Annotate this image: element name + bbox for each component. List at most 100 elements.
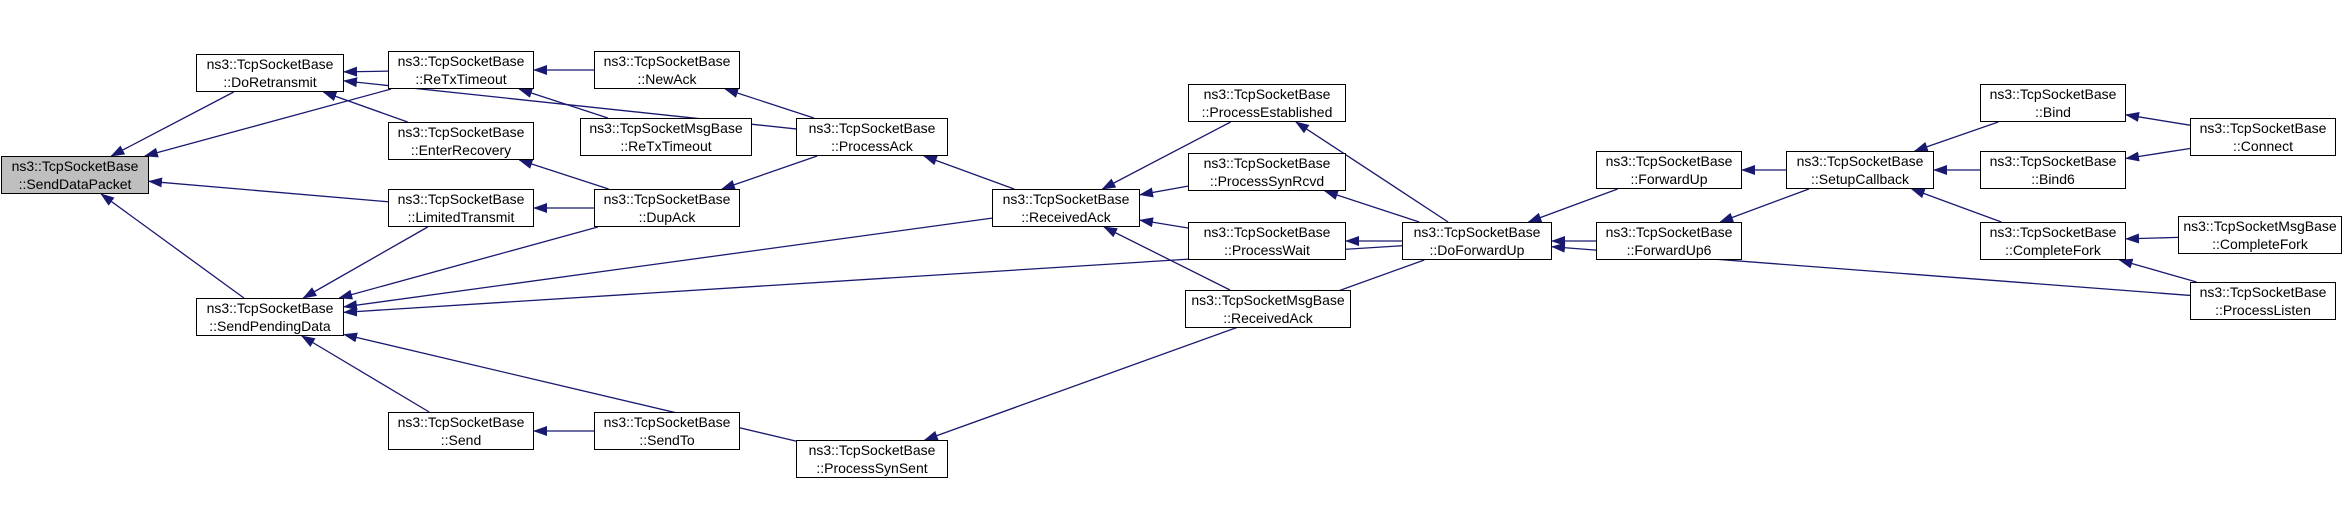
node-connect-line1: ns3::TcpSocketBase bbox=[2199, 120, 2327, 136]
node-msgbase-retxtimeout-line1: ns3::TcpSocketMsgBase bbox=[589, 120, 743, 136]
edge-doforwardup-to-processsynrcvd bbox=[1323, 190, 1420, 223]
edge-connect-to-bind6 bbox=[2125, 147, 2191, 162]
edge-retxtimeout-to-doretransmit bbox=[343, 66, 389, 77]
edge-sendpendingdata-to-senddatapacket bbox=[100, 193, 245, 299]
node-doforwardup-line2: ::DoForwardUp bbox=[1429, 242, 1525, 258]
node-setupcallback-line1: ns3::TcpSocketBase bbox=[1796, 153, 1924, 169]
edge-processwait-to-receivedack bbox=[1139, 217, 1189, 229]
node-sendpendingdata-line1: ns3::TcpSocketBase bbox=[206, 300, 334, 316]
node-processsynsent-line2: ::ProcessSynSent bbox=[816, 460, 928, 476]
node-processsynsent-line1: ns3::TcpSocketBase bbox=[808, 442, 936, 458]
node-processlisten-line1: ns3::TcpSocketBase bbox=[2199, 284, 2327, 300]
node-bind-line2: ::Bind bbox=[2035, 104, 2071, 120]
edge-doforwardup-to-processestablished bbox=[1295, 121, 1449, 223]
node-processsynrcvd[interactable]: ns3::TcpSocketBase ::ProcessSynRcvd bbox=[1188, 153, 1346, 191]
node-dupack-line1: ns3::TcpSocketBase bbox=[603, 191, 731, 207]
node-processestablished[interactable]: ns3::TcpSocketBase ::ProcessEstablished bbox=[1188, 84, 1346, 122]
node-send-line2: ::Send bbox=[440, 432, 482, 448]
edge-msgbase-retxtimeout-to-retxtimeout bbox=[518, 88, 609, 119]
node-processsynrcvd-line2: ::ProcessSynRcvd bbox=[1209, 173, 1325, 189]
node-setupcallback[interactable]: ns3::TcpSocketBase ::SetupCallback bbox=[1786, 151, 1934, 189]
node-enterrecovery[interactable]: ns3::TcpSocketBase ::EnterRecovery bbox=[388, 122, 534, 160]
node-processestablished-line1: ns3::TcpSocketBase bbox=[1203, 86, 1331, 102]
node-setupcallback-line2: ::SetupCallback bbox=[1810, 171, 1910, 187]
node-forwardup6[interactable]: ns3::TcpSocketBase ::ForwardUp6 bbox=[1596, 222, 1742, 260]
node-forwardup[interactable]: ns3::TcpSocketBase ::ForwardUp bbox=[1596, 151, 1742, 189]
node-processsynsent[interactable]: ns3::TcpSocketBase ::ProcessSynSent bbox=[796, 440, 948, 478]
edge-connect-to-bind bbox=[2125, 111, 2191, 126]
node-msgbase-retxtimeout[interactable]: ns3::TcpSocketMsgBase ::ReTxTimeout bbox=[580, 118, 752, 156]
node-processestablished-line2: ::ProcessEstablished bbox=[1201, 104, 1333, 120]
node-doretransmit-line1: ns3::TcpSocketBase bbox=[206, 56, 334, 72]
node-sendto[interactable]: ns3::TcpSocketBase ::SendTo bbox=[594, 412, 740, 450]
node-retxtimeout[interactable]: ns3::TcpSocketBase ::ReTxTimeout bbox=[388, 51, 534, 89]
edge-processack-to-dupack bbox=[720, 155, 818, 190]
node-processsynrcvd-line1: ns3::TcpSocketBase bbox=[1203, 155, 1331, 171]
edge-completefork-to-setupcallback bbox=[1910, 188, 2002, 223]
edge-enterrecovery-to-doretransmit bbox=[322, 91, 408, 123]
node-msgbase-retxtimeout-line2: ::ReTxTimeout bbox=[620, 138, 712, 154]
node-bind-line1: ns3::TcpSocketBase bbox=[1989, 86, 2117, 102]
node-msgbase-receivedack-line2: ::ReceivedAck bbox=[1223, 310, 1313, 326]
node-bind[interactable]: ns3::TcpSocketBase ::Bind bbox=[1980, 84, 2126, 122]
edge-limitedtransmit-to-senddatapacket bbox=[148, 177, 389, 203]
node-limitedtransmit[interactable]: ns3::TcpSocketBase ::LimitedTransmit bbox=[388, 189, 534, 227]
node-senddatapacket: ns3::TcpSocketBase ::SendDataPacket bbox=[1, 156, 149, 194]
node-doretransmit-line2: ::DoRetransmit bbox=[223, 74, 317, 90]
node-connect[interactable]: ns3::TcpSocketBase ::Connect bbox=[2190, 118, 2336, 156]
edge-dupack-to-enterrecovery bbox=[518, 159, 609, 190]
node-senddatapacket-line2: ::SendDataPacket bbox=[18, 176, 132, 192]
node-bind6[interactable]: ns3::TcpSocketBase ::Bind6 bbox=[1980, 151, 2126, 189]
edge-doforwardup-to-processsynsent bbox=[923, 259, 1425, 441]
node-doretransmit[interactable]: ns3::TcpSocketBase ::DoRetransmit bbox=[196, 54, 344, 92]
node-forwardup6-line1: ns3::TcpSocketBase bbox=[1605, 224, 1733, 240]
edge-processsynrcvd-to-receivedack bbox=[1139, 185, 1189, 198]
node-processwait-line2: ::ProcessWait bbox=[1224, 242, 1310, 258]
edge-msgbase-completefork-to-completefork bbox=[2125, 233, 2179, 244]
node-retxtimeout-line1: ns3::TcpSocketBase bbox=[397, 53, 525, 69]
node-limitedtransmit-line2: ::LimitedTransmit bbox=[407, 209, 515, 225]
node-completefork-line1: ns3::TcpSocketBase bbox=[1989, 224, 2117, 240]
node-send-line1: ns3::TcpSocketBase bbox=[397, 414, 525, 430]
node-msgbase-receivedack[interactable]: ns3::TcpSocketMsgBase ::ReceivedAck bbox=[1185, 290, 1351, 328]
node-msgbase-completefork[interactable]: ns3::TcpSocketMsgBase ::CompleteFork bbox=[2178, 216, 2342, 254]
node-msgbase-completefork-line2: ::CompleteFork bbox=[2212, 236, 2308, 252]
node-processwait[interactable]: ns3::TcpSocketBase ::ProcessWait bbox=[1188, 222, 1346, 260]
edge-retxtimeout-to-senddatapacket bbox=[143, 88, 392, 158]
node-processwait-line1: ns3::TcpSocketBase bbox=[1203, 224, 1331, 240]
node-completefork[interactable]: ns3::TcpSocketBase ::CompleteFork bbox=[1980, 222, 2126, 260]
node-processlisten[interactable]: ns3::TcpSocketBase ::ProcessListen bbox=[2190, 282, 2336, 320]
node-send[interactable]: ns3::TcpSocketBase ::Send bbox=[388, 412, 534, 450]
edge-dupack-to-sendpendingdata bbox=[338, 226, 598, 300]
node-completefork-line2: ::CompleteFork bbox=[2005, 242, 2101, 258]
edge-processestablished-to-receivedack bbox=[1101, 121, 1231, 190]
node-dupack-line2: ::DupAck bbox=[638, 209, 696, 225]
edge-receivedack-to-sendpendingdata bbox=[343, 217, 993, 311]
node-forwardup-line2: ::ForwardUp bbox=[1630, 171, 1708, 187]
node-limitedtransmit-line1: ns3::TcpSocketBase bbox=[397, 191, 525, 207]
edge-forwardup-to-doforwardup bbox=[1527, 188, 1618, 223]
node-dupack[interactable]: ns3::TcpSocketBase ::DupAck bbox=[594, 189, 740, 227]
node-senddatapacket-line1: ns3::TcpSocketBase bbox=[11, 158, 139, 174]
node-sendto-line2: ::SendTo bbox=[639, 432, 695, 448]
edge-processack-to-newack bbox=[724, 88, 815, 119]
node-newack-line1: ns3::TcpSocketBase bbox=[603, 53, 731, 69]
node-connect-line2: ::Connect bbox=[2233, 138, 2293, 154]
node-receivedack-line1: ns3::TcpSocketBase bbox=[1002, 191, 1130, 207]
node-receivedack[interactable]: ns3::TcpSocketBase ::ReceivedAck bbox=[992, 189, 1140, 227]
node-newack[interactable]: ns3::TcpSocketBase ::NewAck bbox=[594, 51, 740, 89]
node-retxtimeout-line2: ::ReTxTimeout bbox=[415, 71, 507, 87]
edge-receivedack-to-processack bbox=[922, 155, 1015, 190]
node-sendpendingdata[interactable]: ns3::TcpSocketBase ::SendPendingData bbox=[196, 298, 344, 336]
node-sendpendingdata-line2: ::SendPendingData bbox=[209, 318, 331, 334]
node-processack-line1: ns3::TcpSocketBase bbox=[808, 120, 936, 136]
node-doforwardup[interactable]: ns3::TcpSocketBase ::DoForwardUp bbox=[1402, 222, 1552, 260]
node-bind6-line1: ns3::TcpSocketBase bbox=[1989, 153, 2117, 169]
node-bind6-line2: ::Bind6 bbox=[2031, 171, 2075, 187]
node-processack[interactable]: ns3::TcpSocketBase ::ProcessAck bbox=[796, 118, 948, 156]
edge-send-to-sendpendingdata bbox=[300, 335, 430, 413]
node-processlisten-line2: ::ProcessListen bbox=[2215, 302, 2311, 318]
node-enterrecovery-line1: ns3::TcpSocketBase bbox=[397, 124, 525, 140]
edge-bind-to-setupcallback bbox=[1913, 121, 1999, 152]
